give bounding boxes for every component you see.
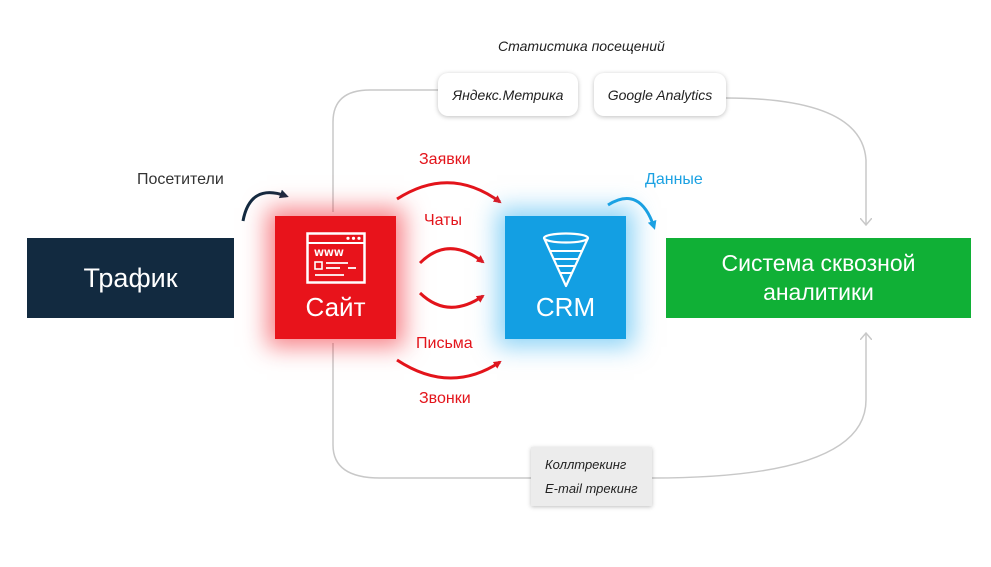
data-label: Данные xyxy=(645,171,703,188)
visit-stats-title: Статистика посещений xyxy=(498,38,665,54)
yandex-metrika-label: Яндекс.Метрика xyxy=(452,86,564,103)
sales-funnel-icon xyxy=(505,232,626,288)
data-arrow xyxy=(607,197,657,230)
browser-window-icon: WWW xyxy=(275,232,396,284)
calltracking-label: Коллтрекинг xyxy=(545,456,627,472)
tracking-box: Коллтрекинг E-mail трекинг xyxy=(531,447,652,506)
google-analytics-pill: Google Analytics xyxy=(594,73,726,116)
chats-label: Чаты xyxy=(424,212,463,229)
letters-label: Письма xyxy=(416,335,473,352)
requests-arrow xyxy=(396,181,502,204)
bottom-connector xyxy=(332,334,866,479)
yandex-metrika-pill: Яндекс.Метрика xyxy=(438,73,578,116)
email-tracking-label: E-mail трекинг xyxy=(545,480,638,496)
visitors-label: Посетители xyxy=(137,171,224,188)
calls-label: Звонки xyxy=(419,390,471,407)
site-node: WWW Сайт xyxy=(275,216,396,339)
analytics-label-line2: аналитики xyxy=(763,279,874,305)
crm-node-label: CRM xyxy=(535,292,596,322)
letters-arrow xyxy=(396,358,502,380)
svg-text:WWW: WWW xyxy=(314,249,344,259)
top-connector xyxy=(332,89,866,224)
crm-node: CRM xyxy=(505,216,626,339)
analytics-label-line1: Система сквозной xyxy=(721,250,916,276)
chats-arrow-bottom xyxy=(418,291,485,309)
visitors-arrow xyxy=(241,189,289,222)
traffic-node-label: Трафик xyxy=(83,262,178,293)
traffic-node: Трафик xyxy=(27,238,234,318)
site-node-label: Сайт xyxy=(305,292,366,322)
google-analytics-label: Google Analytics xyxy=(607,86,713,103)
end-to-end-analytics-node: Система сквозной аналитики xyxy=(666,238,971,318)
requests-label: Заявки xyxy=(419,151,471,168)
chats-arrow-top xyxy=(418,247,485,265)
